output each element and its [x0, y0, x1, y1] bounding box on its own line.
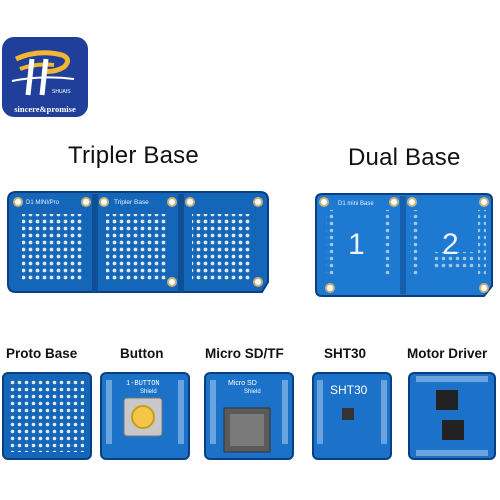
motor-driver-heading: Motor Driver: [407, 346, 488, 361]
sht30-heading: SHT30: [324, 346, 367, 361]
tripler-base-board: D1 MINI/Pro Tripler Base: [6, 190, 270, 294]
dual-base-heading: Dual Base: [348, 144, 461, 171]
logo-small-text: SHUAIS: [52, 89, 71, 95]
button-heading: Button: [120, 346, 164, 361]
microsd-shield-board: Micro SD Shield: [204, 372, 294, 460]
microsd-title: Micro SD: [228, 380, 257, 387]
tripler-label-mid: Tripler Base: [114, 199, 149, 206]
microsd-heading: Micro SD/TF: [205, 346, 284, 361]
button-shield-board: 1-BUTTON Shield: [100, 372, 190, 460]
button-title: 1-BUTTON: [126, 380, 160, 388]
sht30-shield-board: SHT30: [312, 372, 392, 460]
dual-number-2: 2: [442, 228, 459, 261]
dual-label: D1 mini Base: [338, 201, 374, 207]
brand-logo: SHUAIS sincere&promise: [2, 37, 88, 117]
microsd-sub: Shield: [244, 389, 261, 395]
dual-base-board: D1 mini Base 1 2: [314, 192, 494, 298]
proto-base-board: [2, 372, 92, 460]
dual-number-1: 1: [348, 228, 365, 261]
proto-base-heading: Proto Base: [6, 346, 78, 361]
tripler-base-heading: Tripler Base: [68, 142, 199, 169]
logo-tagline: sincere&promise: [14, 104, 76, 114]
button-sub: Shield: [140, 389, 157, 395]
tripler-label-left: D1 MINI/Pro: [26, 200, 60, 206]
sht30-title: SHT30: [330, 383, 368, 397]
motor-driver-board: [408, 372, 496, 460]
